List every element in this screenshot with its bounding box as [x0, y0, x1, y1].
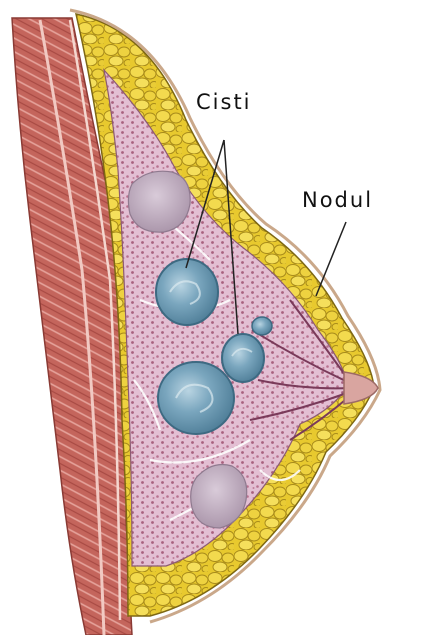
nodule-upper — [128, 171, 190, 232]
cyst-small — [252, 317, 272, 335]
nodule-leader-line — [316, 222, 346, 296]
cysts-label: Cisti — [196, 92, 252, 113]
cyst-large-lower — [158, 362, 234, 434]
nipple — [344, 372, 378, 404]
nodule-label: Nodul — [302, 190, 373, 211]
cyst-medium — [222, 334, 264, 382]
cyst-large-upper — [156, 259, 218, 325]
